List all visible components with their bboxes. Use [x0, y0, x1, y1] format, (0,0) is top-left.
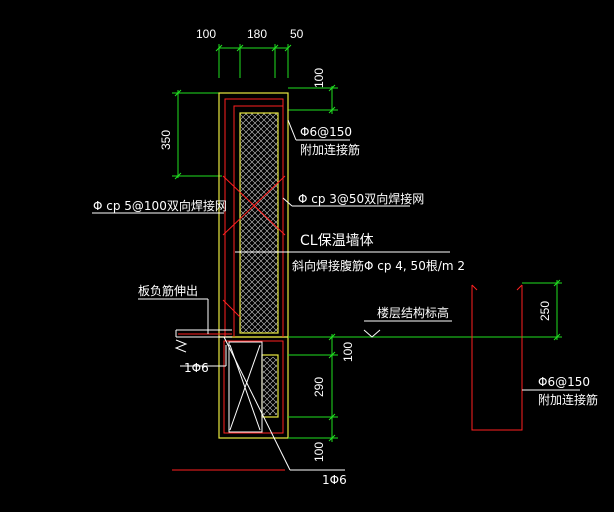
dim-bot-290: 290	[312, 377, 326, 397]
top-dimension	[215, 44, 292, 78]
dim-top-100: 100	[196, 27, 216, 41]
slab-left	[174, 329, 232, 353]
rebar-mesh	[172, 98, 286, 471]
right-dimension	[522, 279, 562, 341]
label-rebar-phi6-150-a: Φ6@150	[300, 125, 352, 139]
dim-right-250: 250	[538, 301, 552, 321]
right-top-dimension	[288, 84, 338, 114]
label-floor-level: 楼层结构标高	[377, 305, 449, 320]
dim-bot-100-b: 100	[312, 442, 326, 462]
label-rebar-phi6-150-b: Φ6@150	[538, 375, 590, 389]
column-lines	[223, 336, 291, 471]
label-slab-rebar-out: 板负筋伸出	[138, 283, 198, 298]
left-dimension	[172, 89, 222, 180]
level-marker	[363, 329, 381, 338]
label-1phi6-b: 1Φ6	[322, 473, 347, 487]
insulation-core-lower	[263, 357, 277, 415]
dim-bot-100-a: 100	[341, 342, 355, 362]
label-mesh-5-100: Φ cp 5@100双向焊接网	[93, 198, 227, 213]
bottom-dimension	[288, 333, 338, 442]
label-1phi6-a: 1Φ6	[184, 361, 209, 375]
leader-lines	[92, 119, 580, 471]
right-column	[471, 284, 523, 431]
dim-side-100-top: 100	[312, 68, 326, 88]
label-cl-wall: CL保温墙体	[300, 233, 374, 249]
label-add-rebar-b: 附加连接筋	[538, 392, 598, 407]
label-mesh-3-50: Φ cp 3@50双向焊接网	[298, 191, 424, 206]
dim-top-180: 180	[247, 27, 267, 41]
dim-side-350: 350	[159, 130, 173, 150]
dim-top-50: 50	[290, 27, 304, 41]
label-diag-rebar: 斜向焊接腹筋Φ cp 4, 50根/m 2	[292, 258, 465, 273]
label-add-rebar-a: 附加连接筋	[300, 142, 360, 157]
